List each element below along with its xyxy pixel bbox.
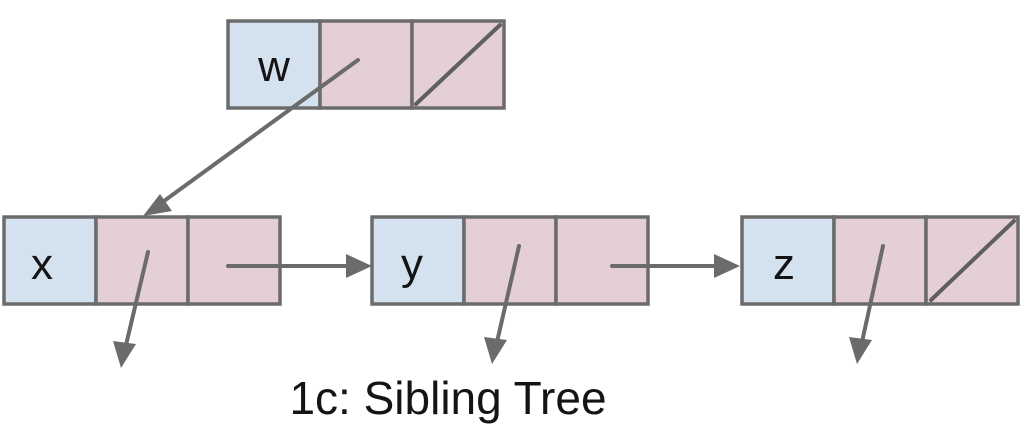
node-x-child-pointer-cell <box>94 215 190 306</box>
arrow-w-to-x <box>143 58 360 216</box>
node-x: x <box>2 215 282 306</box>
arrow-y-to-z <box>610 254 740 278</box>
node-w-label: w <box>257 42 290 91</box>
arrow-z-child-down <box>849 244 885 364</box>
arrow-y-child-down <box>484 244 521 364</box>
node-w-sibling-null-slash <box>414 23 502 106</box>
node-z-sibling-null-slash <box>929 219 1016 302</box>
node-w-child-pointer-cell <box>318 19 414 110</box>
node-w: w <box>226 19 506 110</box>
node-y-sibling-pointer-cell <box>554 215 650 306</box>
node-x-value-cell <box>2 215 98 306</box>
node-z: z <box>740 215 1020 306</box>
arrow-x-to-y <box>226 254 372 278</box>
arrow-x-child-down <box>113 250 150 368</box>
node-x-sibling-pointer-cell <box>186 215 282 306</box>
node-w-value-cell <box>226 19 322 110</box>
node-z-label: z <box>773 240 795 289</box>
diagram-caption: 1c: Sibling Tree <box>289 372 606 424</box>
node-z-value-cell <box>740 215 836 306</box>
node-y-label: y <box>401 240 423 289</box>
node-x-label: x <box>31 240 53 289</box>
